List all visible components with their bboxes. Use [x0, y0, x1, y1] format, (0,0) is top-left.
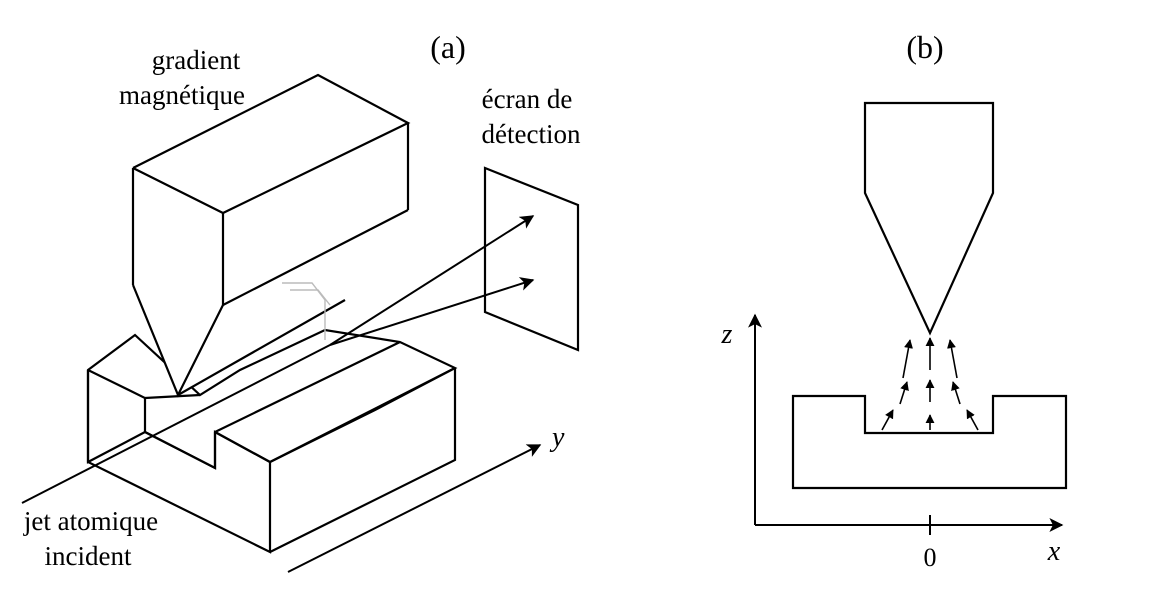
gradient-label-line2: magnétique	[119, 80, 245, 110]
z-axis-label: z	[721, 319, 733, 350]
jet-label-line2: incident	[45, 541, 132, 571]
panel-b-label: (b)	[906, 29, 943, 65]
field-arrow	[902, 339, 913, 379]
x-axis-label: x	[1047, 536, 1061, 567]
y-axis-label: y	[549, 422, 565, 453]
lower-magnet	[86, 328, 458, 554]
screen-label-line2: détection	[482, 119, 581, 149]
panel-b: (b) z x 0	[721, 29, 1068, 572]
screen-label-line1: écran de	[482, 84, 573, 114]
field-arrow	[966, 409, 979, 431]
atomic-beam	[21, 215, 535, 504]
upper-magnet	[131, 73, 411, 398]
field-arrow	[881, 409, 894, 431]
jet-label-line1: jet atomique	[23, 506, 158, 536]
upper-pole-section	[863, 101, 995, 336]
field-arrows	[881, 337, 979, 431]
lower-pole-section	[791, 394, 1068, 490]
deflected-ray-down	[329, 277, 535, 346]
deflected-ray-up	[329, 215, 535, 346]
field-arrow	[951, 381, 961, 405]
incident-beam	[21, 344, 331, 504]
panel-a: (a) gradient magnétique écran de détecti…	[21, 29, 581, 573]
origin-label: 0	[924, 543, 937, 572]
gradient-label-line1: gradient	[152, 45, 241, 75]
panel-a-label: (a)	[430, 29, 466, 65]
y-axis-arrow	[287, 444, 542, 573]
field-arrow	[947, 339, 958, 379]
field-arrow	[899, 381, 909, 405]
detection-screen	[483, 166, 580, 352]
